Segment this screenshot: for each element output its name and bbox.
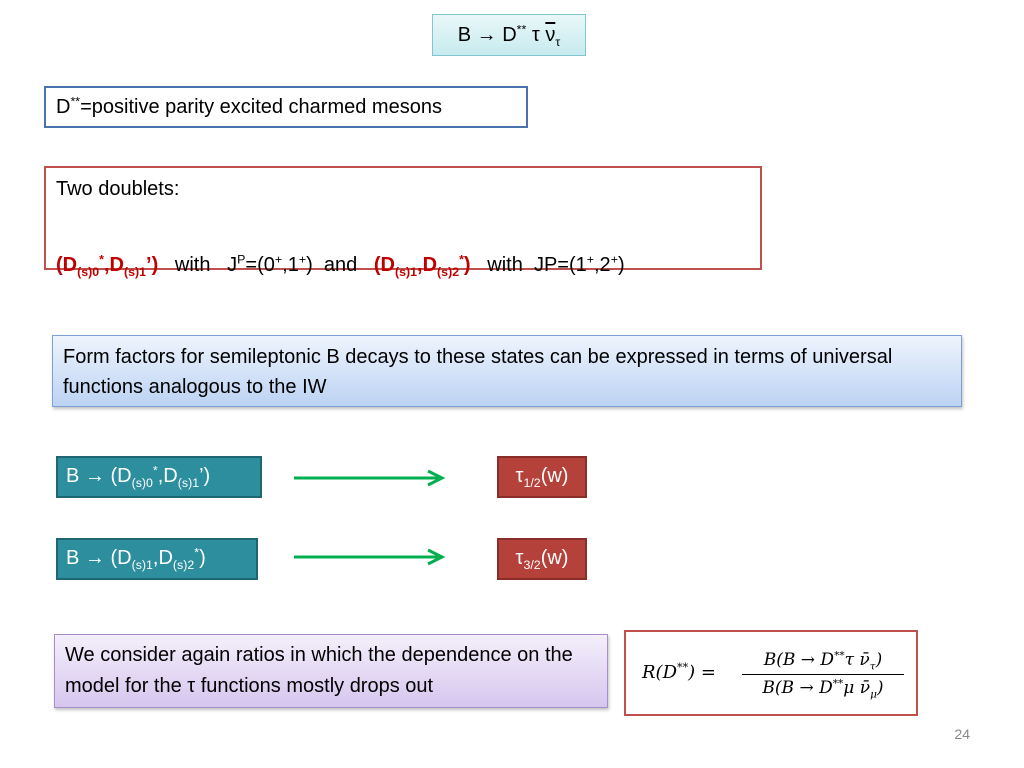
doublets-heading: Two doublets: (56, 178, 180, 200)
tau-half-box: τ1/2(w) (497, 456, 587, 498)
green-arrow-icon (294, 548, 446, 566)
ratio-formula: R(D**) = B(B → D**τ ν̄τ) B(B → D**μ ν̄μ) (624, 630, 918, 716)
form-factors-box: Form factors for semileptonic B decays t… (52, 335, 962, 407)
dstar-definition: D**=positive parity excited charmed meso… (44, 86, 528, 128)
slide-title: B → D** τ ντ (432, 14, 586, 56)
right-arrow-icon: → (476, 24, 497, 46)
doublets-line: (D(s)0*,D(s)1’) with JP=(0+,1+) and (D(s… (56, 252, 625, 279)
page-number: 24 (954, 726, 970, 742)
consider-box: We consider again ratios in which the de… (54, 634, 608, 708)
fraction-bar (742, 674, 904, 675)
formula-numerator: B(B → D**τ ν̄τ) (763, 649, 883, 673)
transition-box-1: B → (D(s)0*,D(s)1’) (56, 456, 262, 498)
doublets-box: Two doublets: (D(s)0*,D(s)1’) with JP=(0… (44, 166, 762, 278)
green-arrow-icon (294, 469, 446, 487)
transition-box-2: B → (D(s)1,D(s)2*) (56, 538, 258, 580)
formula-lhs: R(D**) = (642, 661, 716, 683)
tau-three-half-box: τ3/2(w) (497, 538, 587, 580)
formula-denominator: B(B → D**μ ν̄μ) (762, 677, 884, 701)
